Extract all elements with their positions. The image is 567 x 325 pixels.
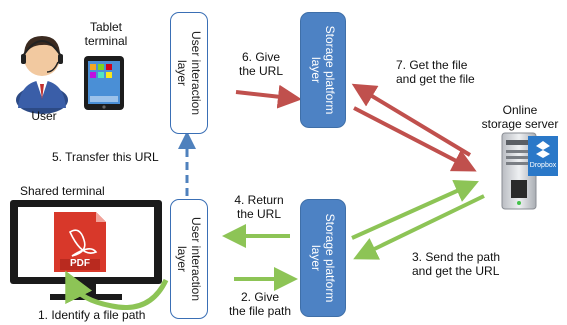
get-file-arrow-back — [351, 83, 472, 157]
step-5-label: 5. Transfer this URL — [52, 150, 159, 164]
get-file-arrow-forward — [353, 106, 477, 172]
pdf-label: PDF — [70, 258, 90, 269]
user-label: User — [31, 109, 57, 123]
dropbox-label: Dropbox — [529, 162, 557, 169]
monitor-icon — [10, 200, 162, 300]
tablet-icon — [84, 56, 124, 110]
step-1-label: 1. Identify a file path — [38, 308, 146, 322]
shared-terminal-label: Shared terminal — [20, 184, 105, 198]
user-avatar-icon — [16, 36, 68, 114]
identify-path-arrow — [65, 270, 169, 310]
give-url-arrow — [235, 84, 302, 109]
dropbox-logo-icon — [528, 136, 558, 176]
server-icon — [501, 132, 537, 210]
send-path-arrow — [351, 179, 479, 240]
return-url-arrow-from-server — [353, 194, 485, 260]
